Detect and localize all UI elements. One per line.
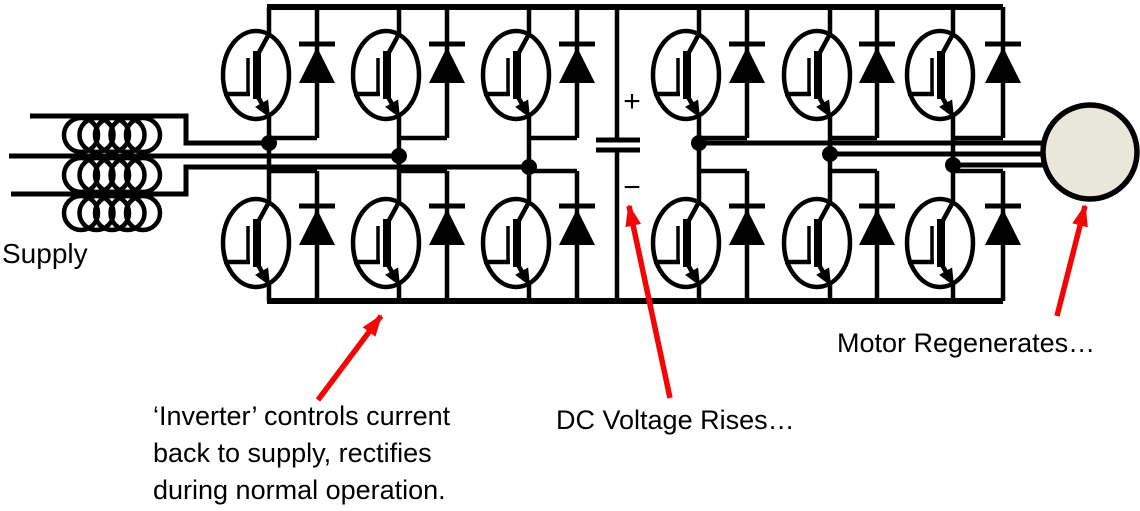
motor bbox=[1040, 102, 1140, 202]
diode-symbol bbox=[559, 203, 595, 245]
igbt-symbol bbox=[650, 196, 722, 290]
machine-side-leg-1 bbox=[650, 7, 765, 301]
igbt-symbol bbox=[904, 28, 976, 122]
supply-label: Supply bbox=[2, 238, 88, 269]
igbt-symbol bbox=[904, 196, 976, 290]
dc-rails bbox=[267, 4, 1003, 304]
igbt-symbol bbox=[480, 28, 552, 122]
igbt-symbol bbox=[220, 196, 292, 290]
diode-symbol bbox=[429, 41, 465, 83]
diode-symbol bbox=[985, 203, 1021, 245]
motor-leads bbox=[699, 140, 1052, 168]
grid-side-leg-1 bbox=[220, 7, 335, 301]
dc-link-capacitor bbox=[596, 7, 640, 301]
igbt-symbol bbox=[350, 28, 422, 122]
diode-symbol bbox=[859, 41, 895, 83]
annotation-arrow bbox=[315, 314, 384, 402]
annotation-motor-note: Motor Regenerates… bbox=[837, 328, 1096, 358]
annotation-arrows bbox=[315, 204, 1088, 402]
machine-side-leg-3 bbox=[904, 7, 1021, 301]
grid-side-leg-2 bbox=[350, 7, 465, 301]
diode-symbol bbox=[729, 203, 765, 245]
dc-minus-label: − bbox=[623, 171, 641, 204]
dc-plus-label: + bbox=[623, 85, 641, 118]
igbt-symbol bbox=[350, 196, 422, 290]
igbt-symbol bbox=[220, 28, 292, 122]
diode-symbol bbox=[299, 203, 335, 245]
machine-side-leg-2 bbox=[781, 7, 895, 301]
supply-inductor bbox=[61, 155, 163, 195]
annotation-arrow bbox=[1054, 204, 1088, 317]
diode-symbol bbox=[985, 41, 1021, 83]
diode-symbol bbox=[729, 41, 765, 83]
converter-circuit-wires bbox=[9, 4, 1140, 304]
grid-side-leg-3 bbox=[480, 7, 595, 301]
motor-circle bbox=[1040, 102, 1140, 202]
diode-symbol bbox=[859, 203, 895, 245]
igbt-symbol bbox=[480, 196, 552, 290]
diode-symbol bbox=[559, 41, 595, 83]
annotation-inverter-note: ‘Inverter’ controls current back to supp… bbox=[153, 401, 451, 505]
diode-symbol bbox=[429, 203, 465, 245]
igbt-symbol bbox=[781, 28, 853, 122]
igbt-symbol bbox=[650, 28, 722, 122]
annotation-arrow bbox=[625, 204, 673, 399]
igbt-symbol bbox=[781, 196, 853, 290]
supply-inductor bbox=[61, 193, 163, 233]
annotation-dc-voltage-note: DC Voltage Rises… bbox=[556, 405, 795, 435]
supply-inductor bbox=[61, 115, 163, 155]
diode-symbol bbox=[299, 41, 335, 83]
